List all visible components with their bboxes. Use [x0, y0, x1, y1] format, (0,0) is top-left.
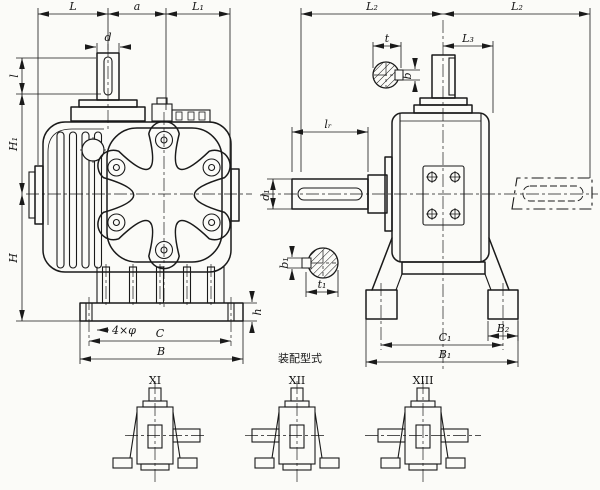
bearing-cover-plate: [106, 127, 223, 263]
dim-label-d1: d₁: [259, 189, 272, 200]
worm-bearing-boss-right: [230, 168, 240, 222]
keyway-notch: [394, 69, 404, 81]
dim-label-L2-right: L₂: [510, 0, 523, 13]
vertical-shaft: [431, 54, 456, 99]
dim-label-L1: L₁: [191, 0, 204, 13]
dim-label-h: h: [251, 308, 264, 315]
dim-label-B2: B₂: [496, 322, 510, 335]
vertical-shaft-key: [448, 57, 456, 96]
dim-label-t: t: [385, 32, 390, 45]
dim-label-l: l: [8, 74, 21, 78]
cover-bolts: [107, 130, 221, 260]
output-shaft-alt-phantom: [511, 177, 593, 210]
dim-label-bolt-holes: 4×φ: [111, 324, 136, 337]
assembly-type-xii-view: [245, 380, 340, 485]
dim-label-L2-left: L₂: [365, 0, 378, 13]
assembly-type-xiii-label: XIII: [413, 374, 434, 387]
cooling-fins: [56, 131, 103, 269]
foot-right: [487, 289, 519, 320]
input-shaft: [96, 52, 120, 101]
dim-label-L: L: [68, 0, 76, 13]
dim-label-C1: C₁: [439, 331, 452, 344]
dim-label-lr: lᵣ: [324, 118, 332, 131]
dim-label-d: d: [104, 31, 111, 44]
dim-label-b1: b₁: [278, 257, 291, 268]
oil-sight-glass: [81, 138, 105, 162]
dim-label-H1: H₁: [7, 137, 20, 152]
assembly-title: 装配型式: [278, 351, 322, 365]
side-view: [291, 54, 593, 320]
housing-side: [391, 112, 490, 263]
assembly-type-xi-view: [112, 380, 207, 485]
dim-label-L3: L₃: [461, 32, 474, 45]
input-shaft-section-detail: [372, 61, 404, 89]
output-shaft-keyway: [297, 187, 363, 201]
worm-bearing-boss-left: [34, 165, 44, 225]
foot-left: [365, 289, 398, 320]
assembly-type-xiii-view: [365, 380, 481, 485]
output-shaft-section-detail: [301, 247, 339, 279]
dim-label-B: B: [156, 345, 165, 358]
assembly-type-xi-label: XI: [149, 374, 161, 387]
dimensions: L a L₁ L₂ L₂ L₃ d l H₁ H 4×φ C B: [7, 0, 591, 367]
assembly-type-xii-label: XII: [289, 374, 306, 387]
base-plate: [79, 302, 244, 322]
front-view: [28, 52, 244, 322]
dim-label-B1: B₁: [438, 348, 452, 361]
dim-label-b: b: [401, 72, 414, 79]
dim-label-H: H: [7, 253, 20, 264]
inspection-plate: [422, 165, 465, 226]
input-shaft-keyway: [103, 56, 113, 96]
star-cover: [97, 120, 231, 270]
keyway-notch: [301, 257, 312, 269]
assembly-types-section: 装配型式 XI XII XIII: [112, 351, 481, 485]
dim-label-C: C: [156, 327, 165, 340]
dim-label-t1: t₁: [318, 278, 327, 291]
dim-label-a: a: [134, 0, 141, 13]
breather-plug: [151, 97, 211, 123]
